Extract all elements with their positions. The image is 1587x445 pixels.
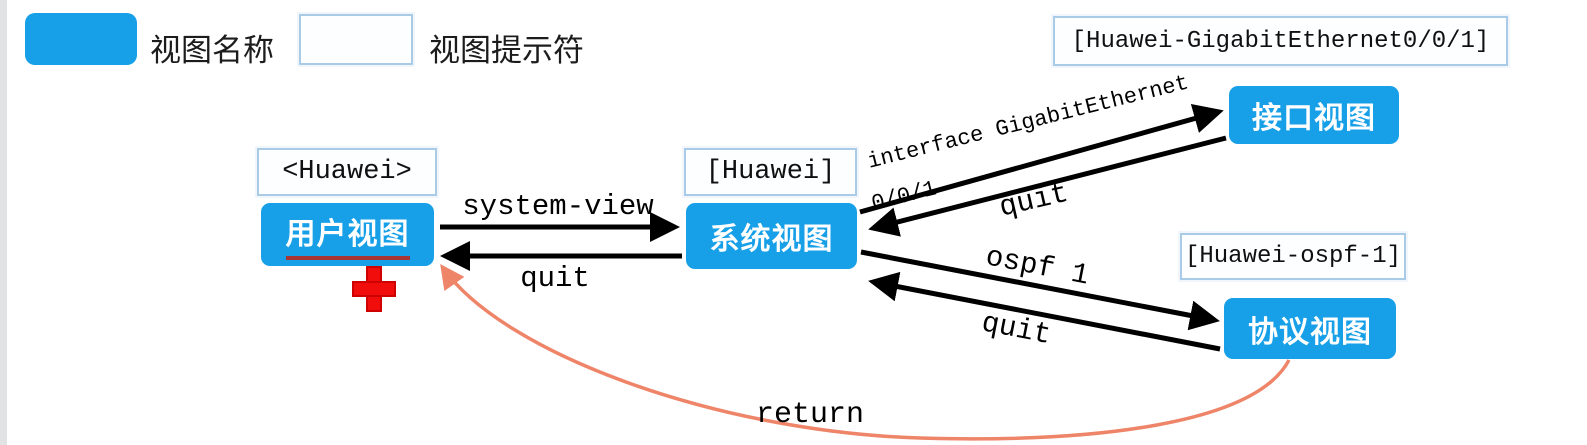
protocol-view-prompt: [Huawei-ospf-1] xyxy=(1180,233,1406,280)
interface-view-prompt: [Huawei-GigabitEthernet0/0/1] xyxy=(1053,16,1508,66)
protocol-view-label: 协议视图 xyxy=(1248,315,1372,349)
system-view-label: 系统视图 xyxy=(709,223,834,256)
protocol-view-node: 协议视图 xyxy=(1224,298,1396,359)
legend-view-prompt-label: 视图提示符 xyxy=(429,33,584,68)
system-view-node: 系统视图 xyxy=(686,203,857,269)
command-quit-interface-to-system: quit xyxy=(996,176,1072,225)
interface-view-label: 接口视图 xyxy=(1252,102,1376,135)
command-return: return xyxy=(756,398,865,432)
red-cross-icon xyxy=(352,266,396,312)
left-edge-strip xyxy=(0,0,7,445)
legend-view-name-label: 视图名称 xyxy=(150,33,274,68)
command-interface-line1: interface GigabitEthernet xyxy=(864,70,1192,175)
legend-view-prompt-swatch xyxy=(299,14,413,65)
command-system-view: system-view xyxy=(462,190,654,223)
red-cross-horizontal-bar xyxy=(352,281,396,297)
user-view-label: 用户视图 xyxy=(285,209,410,260)
legend-view-name-swatch xyxy=(25,13,137,65)
command-ospf: ospf 1 xyxy=(982,240,1092,293)
command-interface-line2: 0/0/1 xyxy=(868,176,940,217)
interface-view-node: 接口视图 xyxy=(1229,86,1399,144)
user-view-node: 用户视图 xyxy=(261,203,434,266)
command-quit-protocol-to-system: quit xyxy=(978,306,1054,352)
user-view-prompt: <Huawei> xyxy=(257,148,437,196)
command-quit-system-to-user: quit xyxy=(520,262,590,295)
system-view-prompt: [Huawei] xyxy=(684,148,857,196)
